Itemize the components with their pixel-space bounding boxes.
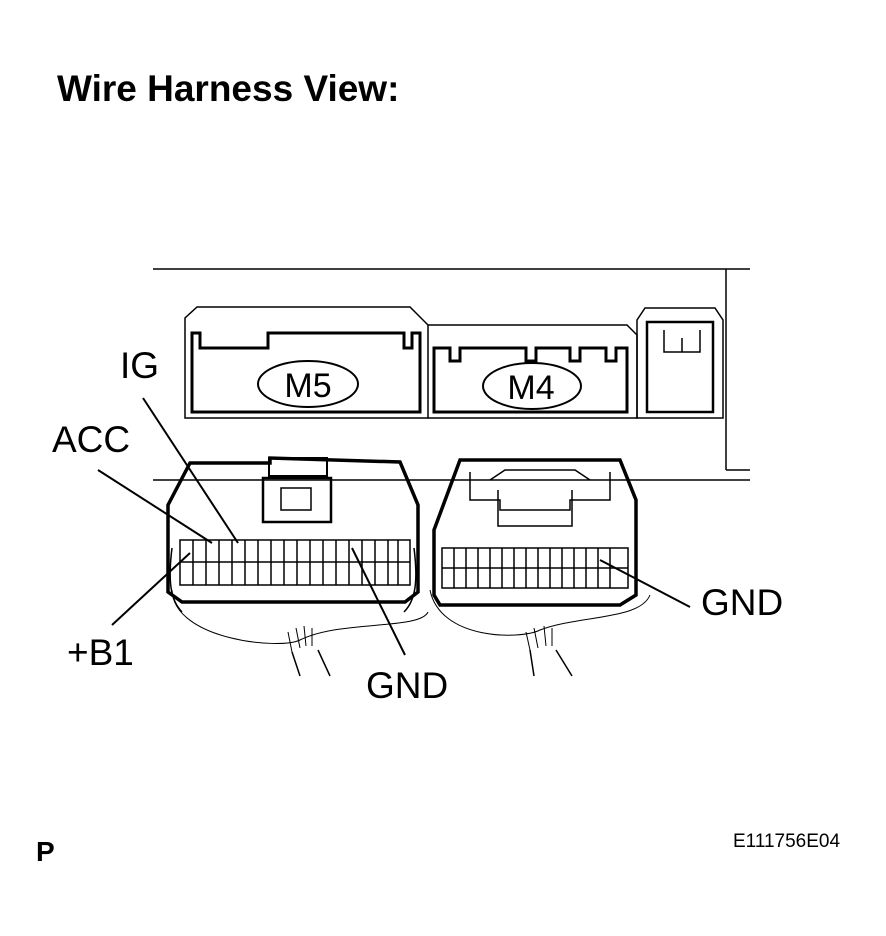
page-marker: P bbox=[36, 836, 55, 867]
acc-pin-label: ACC bbox=[52, 419, 130, 460]
ecu-housing bbox=[153, 268, 750, 481]
m4-harness-plug bbox=[429, 458, 651, 677]
m4-label: M4 bbox=[507, 369, 554, 407]
m5-label: M5 bbox=[284, 367, 331, 405]
m5-pin-grid bbox=[179, 539, 411, 586]
leader-lines bbox=[97, 397, 691, 656]
gnd-m5-pin-label: GND bbox=[366, 665, 448, 706]
b1-pin-label: +B1 bbox=[67, 632, 134, 673]
m5-harness-plug bbox=[166, 456, 429, 677]
gnd-m4-pin-label: GND bbox=[701, 582, 783, 623]
page-title: Wire Harness View: bbox=[57, 68, 400, 109]
small-side-connector bbox=[636, 307, 724, 419]
m4-label-oval bbox=[482, 362, 582, 410]
m4-pin-grid bbox=[441, 547, 629, 589]
figure-code: E111756E04 bbox=[733, 831, 841, 852]
m5-label-oval bbox=[257, 360, 359, 408]
ig-pin-label: IG bbox=[120, 345, 159, 386]
